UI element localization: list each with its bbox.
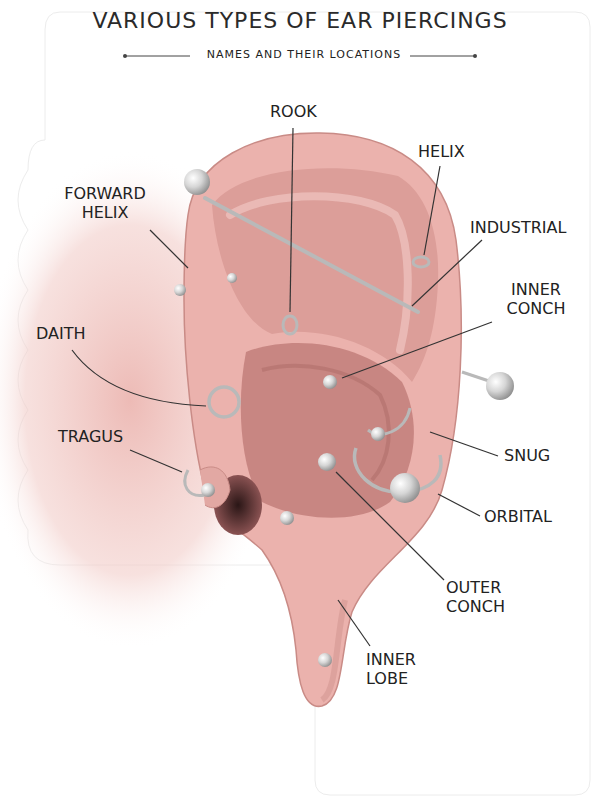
piercing-label: INNER LOBE — [366, 650, 432, 688]
diagram-title: VARIOUS TYPES OF EAR PIERCINGS — [0, 8, 600, 34]
subtitle: NAMES AND THEIR LOCATIONS — [4, 48, 600, 61]
piercing-label: ORBITAL — [484, 507, 552, 526]
piercing-label: SNUG — [504, 446, 550, 465]
piercing-label: INNER CONCH — [496, 280, 576, 318]
piercing-label: FORWARD HELIX — [55, 184, 155, 222]
piercing-label: ROOK — [270, 102, 317, 121]
piercing-label: INDUSTRIAL — [470, 218, 566, 237]
piercing-label: DAITH — [36, 324, 86, 343]
piercing-label: HELIX — [418, 142, 465, 161]
piercing-label: OUTER CONCH — [446, 578, 521, 616]
piercing-label: TRAGUS — [58, 427, 123, 446]
